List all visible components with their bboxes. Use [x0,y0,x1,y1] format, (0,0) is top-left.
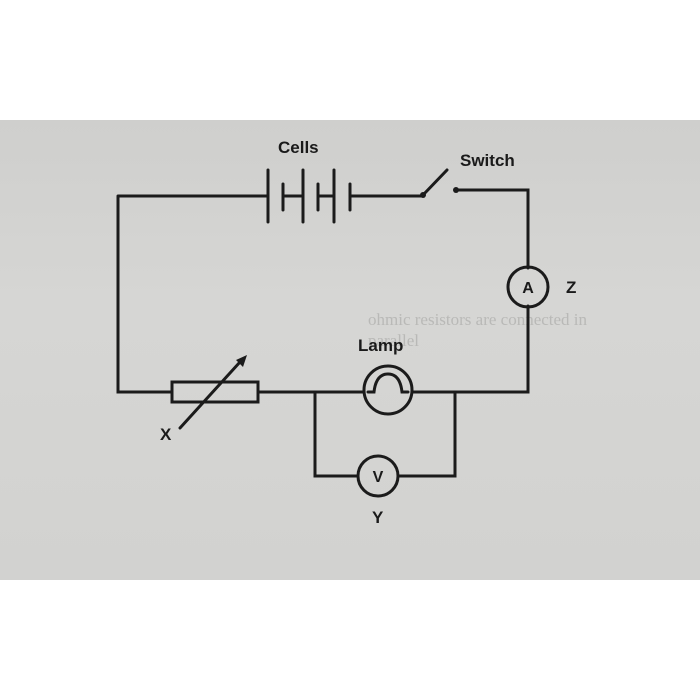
voltmeter-name-label: Y [372,508,384,527]
background-text-line2: parallel [368,331,419,350]
rheostat-symbol [170,355,260,430]
rheostat-name-label: X [160,425,172,444]
voltmeter-symbol: V [356,454,400,498]
lamp-symbol [362,364,414,416]
ammeter-letter: A [522,280,534,297]
cells-battery [266,168,352,224]
wire-top-left [116,194,270,394]
wire-voltmeter-branch [313,390,457,478]
ammeter-name-label: Z [566,278,576,297]
cells-label: Cells [278,138,319,157]
ammeter-symbol: A [506,265,550,309]
voltmeter-letter: V [373,469,384,486]
switch-symbol [420,168,459,198]
lamp-label: Lamp [358,336,403,355]
background-text-line1: ohmic resistors are connected in [368,310,588,329]
wire-right [411,188,530,394]
switch-label: Switch [460,151,515,170]
